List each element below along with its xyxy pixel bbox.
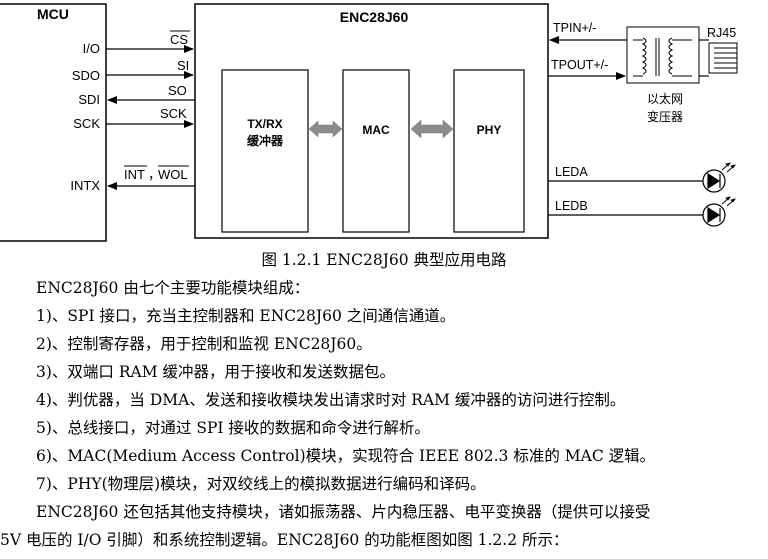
transformer-symbol — [626, 26, 700, 84]
list-item-4: 4)、判优器，当 DMA、发送和接收模块发出请求时对 RAM 缓冲器的访问进行控… — [36, 391, 626, 409]
signal-sck-label: SCK — [160, 106, 187, 121]
txrx-label: TX/RX — [247, 117, 282, 131]
transformer-label-line1: 以太网 — [647, 91, 683, 106]
buffer-mac-double-arrow — [308, 120, 343, 138]
mac-block: MAC — [342, 69, 410, 233]
mcu-pin-sdo: SDO — [72, 68, 100, 83]
mac-label: MAC — [362, 123, 390, 137]
ethernet-lines — [548, 36, 709, 80]
list-item-1: 1)、SPI 接口，充当主控制器和 ENC28J60 之间通信通道。 — [36, 307, 456, 325]
led-b-icon — [702, 196, 736, 227]
ledb-label: LEDB — [555, 199, 588, 213]
enc28j60-chip: ENC28J60 TX/RX 缓冲器 MAC PHY — [194, 3, 549, 239]
phy-label: PHY — [477, 123, 502, 137]
list-item-6: 6)、MAC(Medium Access Control)模块，实现符合 IEE… — [36, 447, 656, 465]
mcu-pin-sck: SCK — [73, 116, 100, 131]
signal-cs-label: CS — [170, 32, 188, 47]
buffer-label: 缓冲器 — [247, 133, 284, 148]
signal-int-label: INT — [124, 167, 145, 182]
mac-phy-double-arrow — [410, 119, 454, 139]
signal-wol-label: WOL — [158, 167, 188, 182]
led-a-icon — [702, 162, 736, 193]
tpout-label: TPOUT+/- — [551, 58, 608, 72]
list-item-5: 5)、总线接口，对通过 SPI 接收的数据和命令进行解析。 — [36, 419, 430, 437]
signal-separator: ， — [148, 167, 161, 182]
paragraph-intro: ENC28J60 由七个主要功能模块组成： — [36, 279, 310, 297]
mcu-pin-sdi: SDI — [78, 92, 100, 107]
rj45-connector — [708, 42, 738, 74]
txrx-buffer-block: TX/RX 缓冲器 — [221, 69, 309, 233]
typical-application-circuit-diagram: MCU I/O SDO SDI SCK INTX ENC28J60 TX/RX … — [0, 3, 738, 242]
list-item-3: 3)、双端口 RAM 缓冲器，用于接收和发送数据包。 — [36, 363, 395, 381]
leda-label: LEDA — [555, 165, 588, 179]
mcu-pin-io: I/O — [83, 41, 100, 56]
paragraph-support-modules: ENC28J60 还包括其他支持模块，诸如振荡器、片内稳压器、电平变换器（提供可… — [36, 503, 651, 521]
chip-title: ENC28J60 — [340, 9, 409, 25]
transformer-label-line2: 变压器 — [647, 109, 683, 124]
spi-signal-lines — [106, 45, 195, 190]
phy-block: PHY — [453, 69, 525, 233]
figure-caption: 图 1.2.1 ENC28J60 典型应用电路 — [261, 251, 507, 269]
mcu-block: MCU I/O SDO SDI SCK INTX — [0, 3, 107, 242]
mcu-pin-intx: INTX — [70, 178, 100, 193]
mcu-title: MCU — [37, 6, 69, 22]
signal-so-label: SO — [168, 83, 187, 98]
rj45-label: RJ45 — [707, 26, 736, 40]
signal-si-label: SI — [177, 58, 189, 73]
list-item-7: 7)、PHY(物理层)模块，对双绞线上的模拟数据进行编码和译码。 — [36, 475, 486, 493]
tpin-label: TPIN+/- — [553, 21, 596, 35]
paragraph-support-modules-cont: 5V 电压的 I/O 引脚）和系统控制逻辑。ENC28J60 的功能框图如图 1… — [0, 531, 569, 549]
list-item-2: 2)、控制寄存器，用于控制和监视 ENC28J60。 — [36, 335, 372, 353]
